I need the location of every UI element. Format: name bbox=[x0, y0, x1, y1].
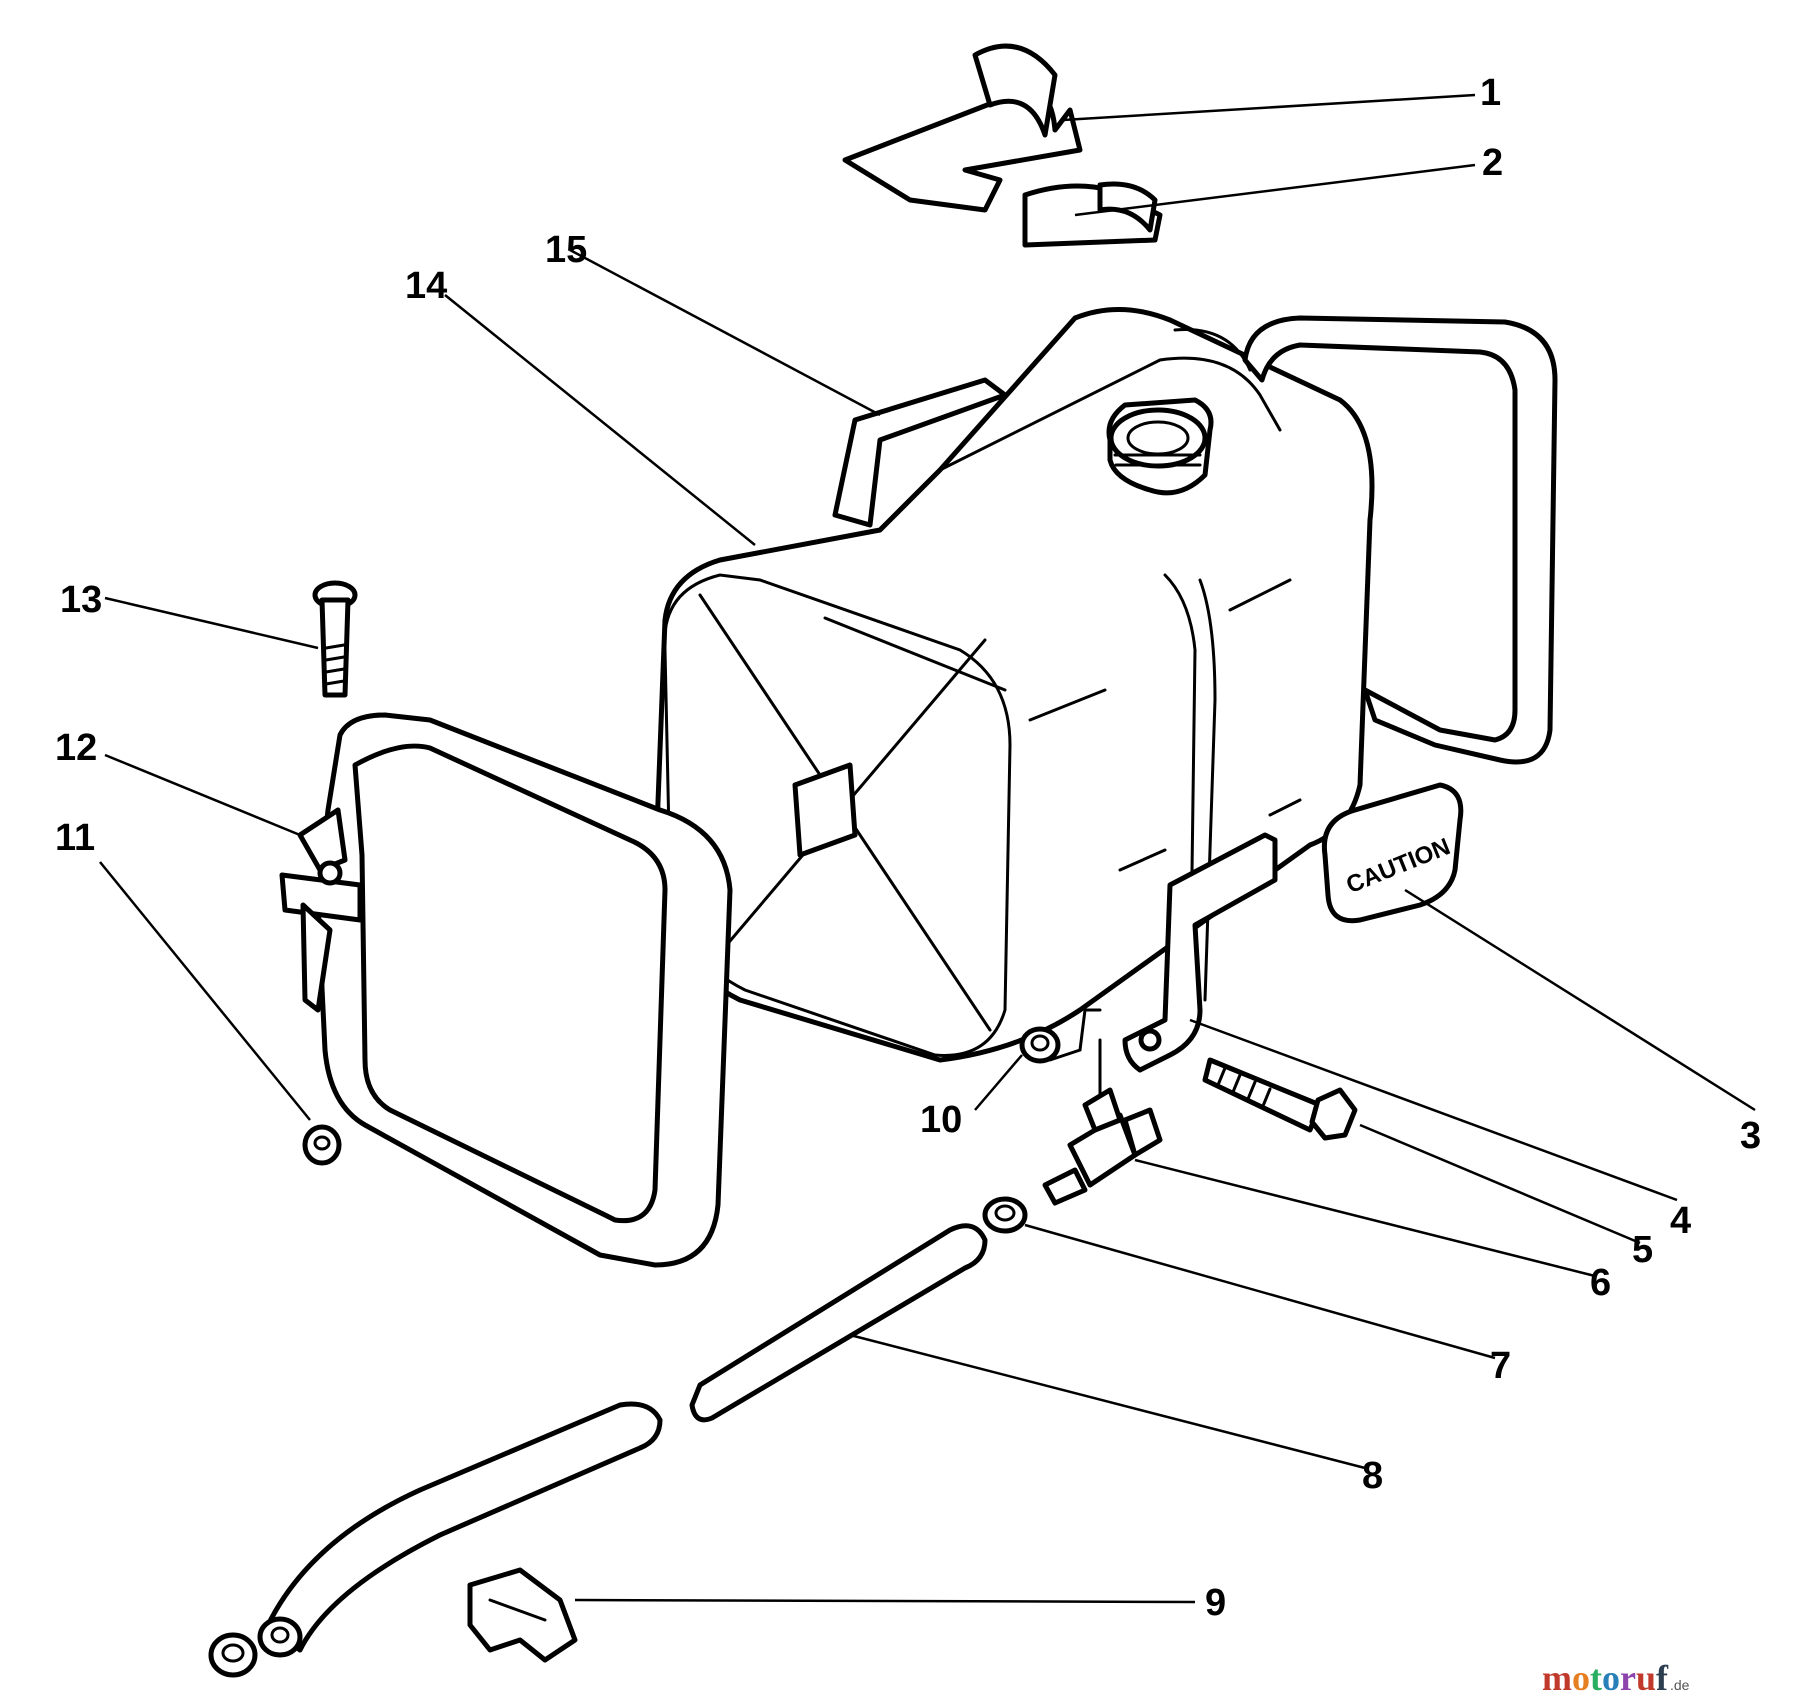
watermark-letter: f bbox=[1656, 1658, 1669, 1698]
callout-8: 8 bbox=[1362, 1455, 1383, 1497]
part-strap-front bbox=[279, 712, 733, 1268]
callout-12: 12 bbox=[55, 727, 97, 769]
part-bolt-5 bbox=[1202, 1057, 1358, 1141]
callout-14: 14 bbox=[405, 265, 447, 307]
part-tank-bracket-4 bbox=[1122, 832, 1278, 1073]
watermark-text: motoruf bbox=[1542, 1658, 1669, 1698]
part-fitting-nut-10 bbox=[1019, 1008, 1102, 1064]
callout-11: 11 bbox=[55, 817, 95, 859]
watermark-letter: t bbox=[1590, 1658, 1602, 1698]
part-hose-clip-9 bbox=[467, 1567, 578, 1663]
callout-10: 10 bbox=[920, 1099, 962, 1141]
part-bolt-13 bbox=[312, 580, 358, 698]
part-fuel-hose-8 bbox=[257, 1223, 988, 1658]
callout-5: 5 bbox=[1632, 1229, 1653, 1271]
watermark-letter: o bbox=[1572, 1658, 1590, 1698]
watermark-letter: o bbox=[1602, 1658, 1620, 1698]
part-hose-clamp-7 bbox=[982, 1196, 1028, 1234]
part-nut-11 bbox=[302, 1124, 342, 1166]
callout-3: 3 bbox=[1740, 1115, 1761, 1157]
part-hose-clamp-end bbox=[208, 1632, 258, 1678]
callout-7: 7 bbox=[1490, 1345, 1511, 1387]
part-strap-lower bbox=[1022, 181, 1163, 248]
watermark-suffix: .de bbox=[1670, 1677, 1690, 1693]
callout-15: 15 bbox=[545, 229, 587, 271]
part-bracket bbox=[832, 377, 1008, 528]
part-caution-decal: CAUTION bbox=[1321, 782, 1464, 924]
watermark-letter: r bbox=[1620, 1658, 1636, 1698]
callout-6: 6 bbox=[1590, 1262, 1611, 1304]
callout-9: 9 bbox=[1205, 1582, 1226, 1624]
callout-4: 4 bbox=[1670, 1200, 1691, 1242]
callout-numbers: 1 2 3 4 5 6 7 8 9 10 11 12 13 14 15 bbox=[55, 72, 1761, 1624]
part-fuel-tank bbox=[652, 307, 1375, 1063]
watermark-letter: u bbox=[1636, 1658, 1656, 1698]
leader-lines bbox=[99, 93, 1756, 1604]
part-strap-upper bbox=[842, 43, 1083, 213]
part-elbow-fitting-6 bbox=[1042, 1038, 1163, 1206]
watermark-letter: m bbox=[1542, 1658, 1572, 1698]
callout-1: 1 bbox=[1480, 72, 1501, 114]
part-strap-rear bbox=[1242, 315, 1558, 765]
callout-13: 13 bbox=[60, 579, 102, 621]
callout-2: 2 bbox=[1482, 142, 1503, 184]
watermark: motoruf .de bbox=[1542, 1658, 1690, 1698]
